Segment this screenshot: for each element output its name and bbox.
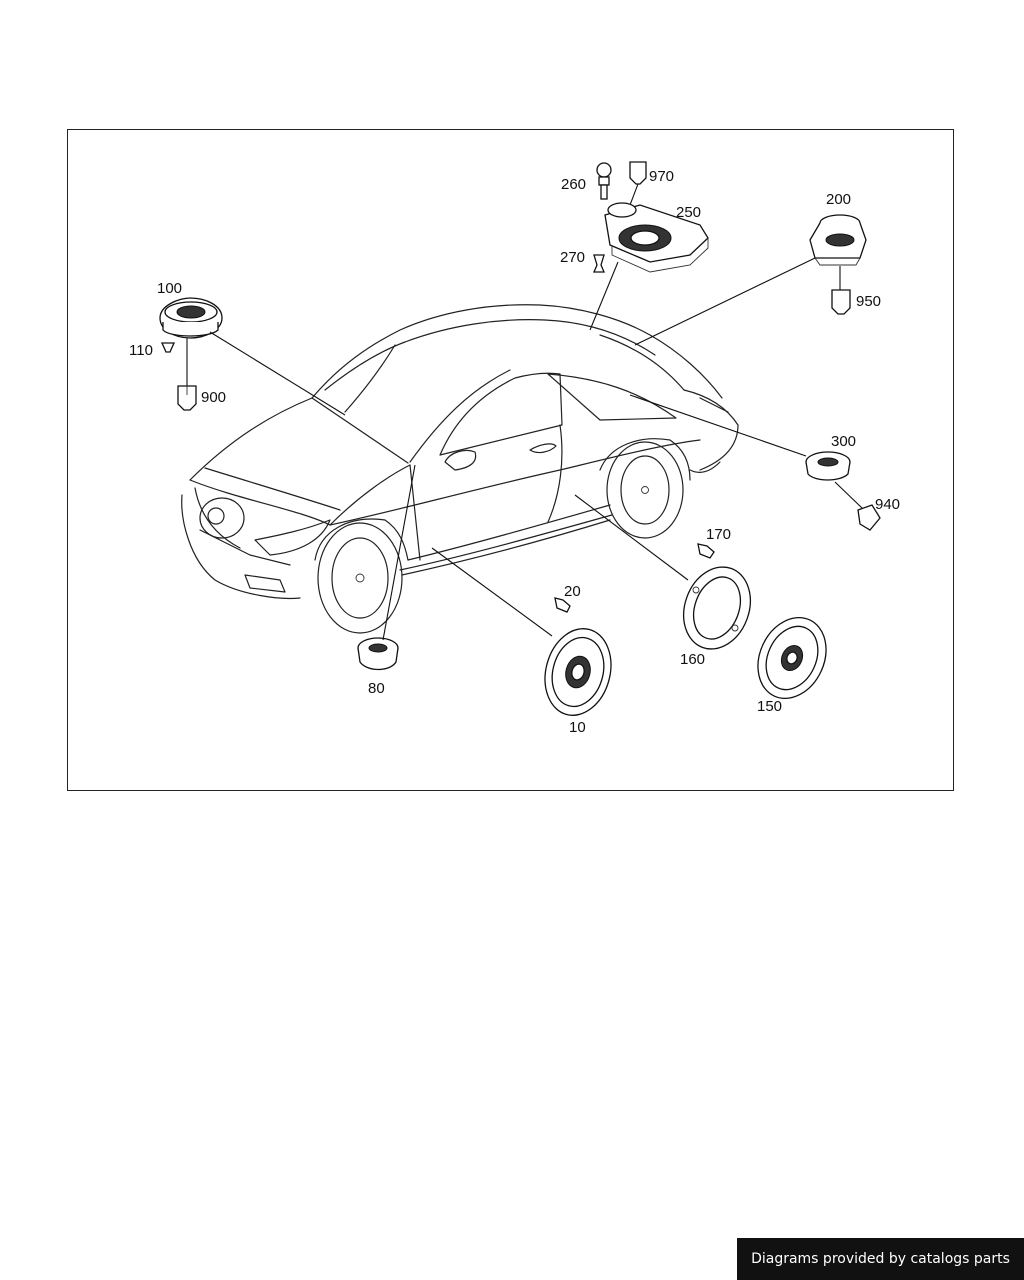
label-900: 900: [201, 389, 226, 406]
label-110: 110: [129, 342, 153, 359]
part-labels: 100 110 900 260 970 250 270 200 950 300 …: [129, 168, 900, 736]
part-200-woofer: [809, 214, 867, 266]
part-900-connector: [177, 338, 197, 411]
label-170: 170: [706, 526, 731, 543]
label-250: 250: [676, 204, 701, 221]
label-20: 20: [564, 583, 581, 600]
label-10: 10: [569, 719, 586, 736]
part-10-woofer: [544, 628, 612, 716]
label-940: 940: [875, 496, 900, 513]
part-100-tweeter: [159, 297, 223, 339]
part-250-subwoofer: [604, 202, 709, 273]
part-110-clip: [160, 342, 176, 353]
part-20-screw: [554, 597, 571, 613]
label-80: 80: [368, 680, 385, 697]
footer-credit-text: Diagrams provided by catalogs parts: [751, 1251, 1010, 1267]
diagram-frame: [67, 129, 954, 791]
label-270: 270: [560, 249, 585, 266]
label-150: 150: [757, 698, 782, 715]
label-260: 260: [561, 176, 586, 193]
part-950-connector: [831, 266, 851, 315]
part-150-speaker: [757, 616, 827, 700]
part-170-screw: [697, 543, 715, 559]
label-200: 200: [826, 191, 851, 208]
leader-lines: [209, 257, 816, 641]
part-300-speaker: [805, 451, 851, 481]
label-970: 970: [649, 168, 674, 185]
part-970-connector: [629, 161, 647, 206]
part-80-speaker: [357, 637, 399, 671]
label-300: 300: [831, 433, 856, 450]
part-270-clip: [593, 254, 605, 273]
part-260-bolt: [596, 162, 612, 200]
part-940-connector: [834, 481, 881, 531]
car-illustration: [181, 304, 739, 634]
footer-credit: Diagrams provided by catalogs parts: [737, 1238, 1024, 1280]
label-160: 160: [680, 651, 705, 668]
part-160-bracket: [683, 566, 751, 650]
label-950: 950: [856, 293, 881, 310]
label-100: 100: [157, 280, 182, 297]
